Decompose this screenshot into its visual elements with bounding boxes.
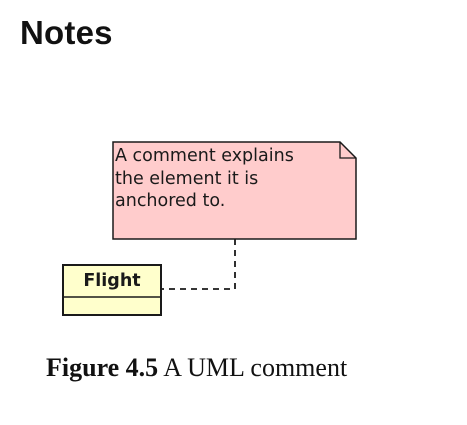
note-anchor-connector: [161, 239, 236, 290]
figure-caption-label: Figure 4.5: [46, 353, 159, 382]
figure-caption: Figure 4.5 A UML comment: [46, 353, 347, 383]
note-shape: [112, 141, 357, 240]
class-name: Flight: [83, 271, 141, 291]
figure-caption-text: A UML comment: [163, 353, 348, 382]
note-folded-corner: [339, 142, 356, 159]
class-box: [62, 264, 162, 316]
note-text: A comment explains the element it is anc…: [115, 146, 294, 211]
section-heading: Notes: [20, 14, 113, 51]
